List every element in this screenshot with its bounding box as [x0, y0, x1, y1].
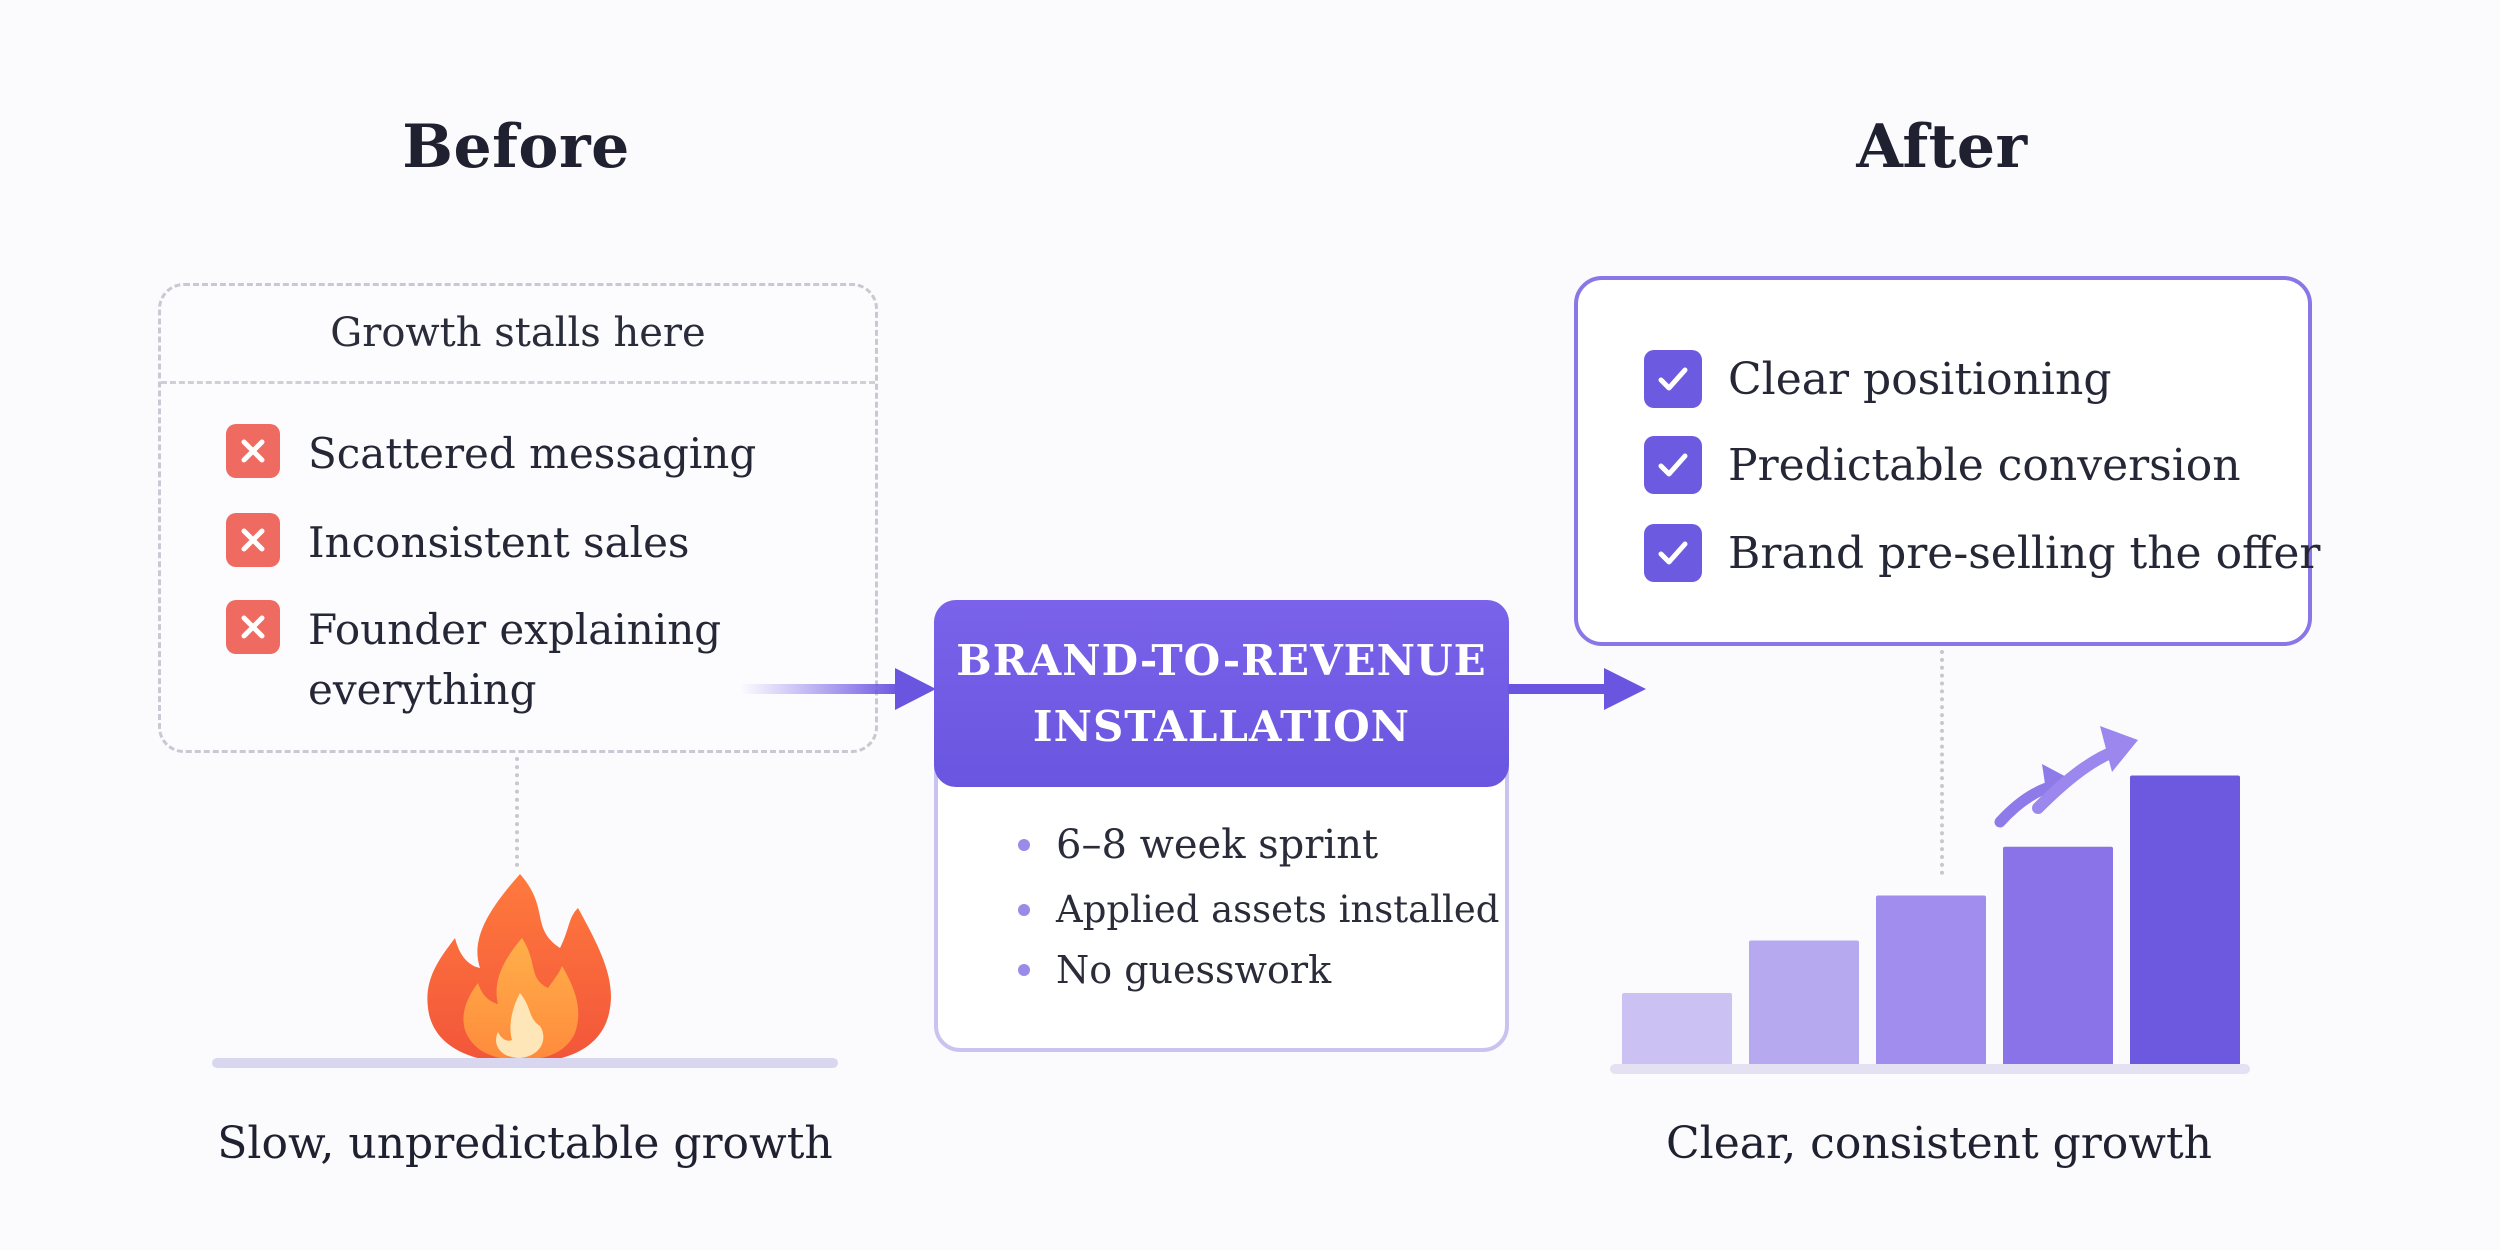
bullet-dot [1018, 903, 1030, 916]
x-icon [226, 424, 280, 478]
arrow-right-icon [1508, 668, 1646, 710]
benefit-label: Clear positioning [1728, 353, 2112, 405]
problem-item: Founder explaining everything [226, 600, 721, 720]
bullet-dot [1018, 964, 1030, 976]
problem-label-line1: Founder explaining [308, 605, 722, 654]
growth-bar-chart [1610, 726, 2250, 1074]
problem-label: Scattered messaging [308, 429, 757, 478]
benefit-item: Brand pre-selling the offer [1644, 524, 2320, 582]
trend-arrow-icon [2032, 726, 2138, 814]
check-icon [1644, 350, 1702, 408]
bullet-label: No guesswork [1056, 948, 1332, 992]
problem-label: Founder explaining everything [308, 600, 721, 720]
bullet-label: Applied assets installed [1056, 888, 1500, 931]
check-icon [1644, 524, 1702, 582]
chart-baseline [1610, 1064, 2250, 1074]
benefit-label: Brand pre-selling the offer [1728, 527, 2321, 579]
installation-bullet: 6–8 week sprint [1018, 822, 1378, 868]
after-heading: After [1856, 112, 2028, 182]
bullet-label: 6–8 week sprint [1056, 822, 1379, 868]
problem-item: Inconsistent sales [226, 513, 690, 573]
chart-bar [1622, 993, 1732, 1068]
benefit-item: Clear positioning [1644, 350, 2112, 408]
before-panel-title: Growth stalls here [161, 286, 875, 384]
chart-bar [1749, 940, 1859, 1068]
benefit-item: Predictable conversion [1644, 436, 2241, 494]
ground-line [212, 1058, 838, 1068]
problem-label: Inconsistent sales [308, 518, 690, 567]
after-connector [1940, 650, 1944, 875]
chart-bar [2130, 775, 2240, 1068]
chart-bar [1876, 895, 1986, 1068]
installation-bullet: No guesswork [1018, 948, 1331, 992]
before-caption: Slow, unpredictable growth [217, 1118, 833, 1169]
x-icon [226, 513, 280, 567]
problem-item: Scattered messaging [226, 424, 756, 484]
installation-title: BRAND-TO-REVENUE INSTALLATION [934, 600, 1509, 787]
installation-title-line1: BRAND-TO-REVENUE [956, 635, 1487, 685]
installation-title-line2: INSTALLATION [1032, 701, 1411, 751]
fire-icon [427, 874, 611, 1063]
check-icon [1644, 436, 1702, 494]
problem-label-line2: everything [308, 665, 537, 714]
chart-bar [2003, 846, 2113, 1068]
installation-bullet: Applied assets installed [1018, 888, 1499, 931]
after-caption: Clear, consistent growth [1666, 1118, 2212, 1169]
before-connector [515, 757, 519, 867]
arrow-right-icon [740, 668, 936, 710]
x-icon [226, 600, 280, 654]
bullet-dot [1018, 839, 1030, 851]
before-heading: Before [402, 112, 630, 182]
benefit-label: Predictable conversion [1728, 439, 2241, 491]
